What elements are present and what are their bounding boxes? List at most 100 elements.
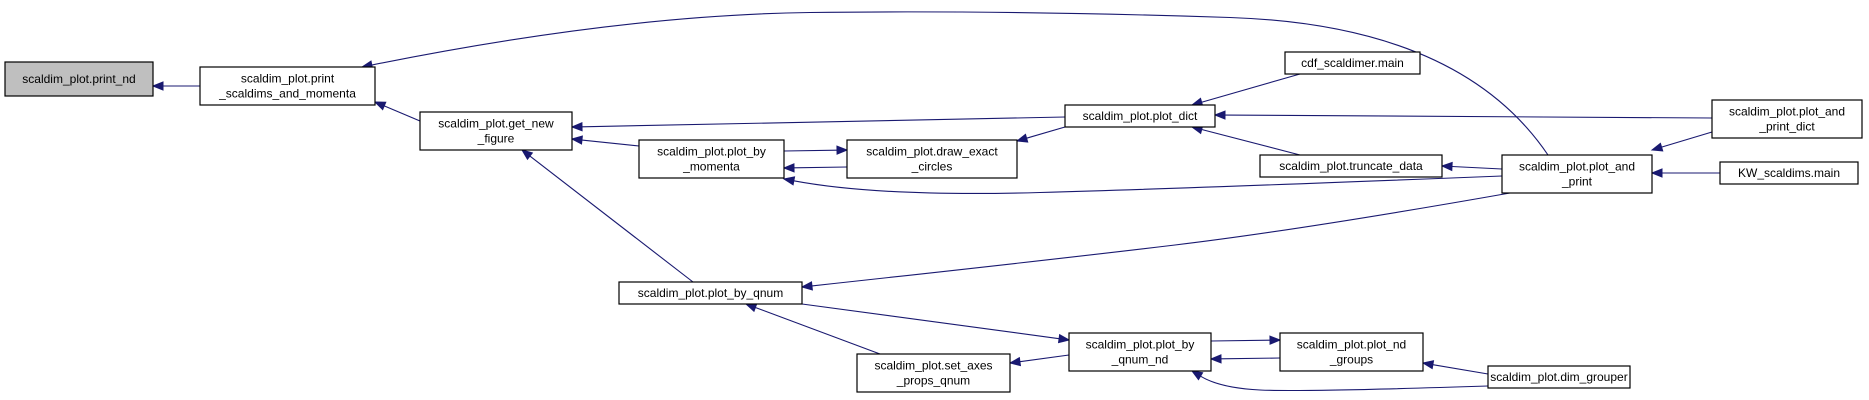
node-box	[4, 61, 154, 97]
node-box	[1284, 51, 1421, 75]
node-label: scaldim_plot.print_nd	[22, 72, 135, 86]
arrowhead-icon	[1421, 360, 1435, 370]
node-label: scaldim_plot.draw_exact	[866, 145, 998, 159]
node-box	[1279, 332, 1424, 372]
node-print-scaldims-and-momenta[interactable]: scaldim_plot.print_scaldims_and_momenta	[199, 66, 376, 106]
node-box	[618, 281, 803, 305]
node-label: scaldim_plot.dim_grouper	[1490, 370, 1627, 384]
arrowhead-icon	[1440, 161, 1453, 172]
node-label: _figure	[477, 132, 515, 146]
edge-draw-exact-circles-to-plot-by-momenta	[782, 163, 848, 173]
arrowhead-icon	[1650, 168, 1663, 178]
arrowhead-icon	[1650, 142, 1664, 152]
edge-layer	[151, 11, 1720, 392]
node-plot-dict[interactable]: scaldim_plot.plot_dict	[1064, 104, 1216, 128]
edge-plot-and-print-to-plot-by-qnum	[800, 192, 1511, 291]
node-label: _print	[1561, 175, 1593, 189]
edge-plot-by-momenta-to-draw-exact-circles	[783, 145, 849, 155]
node-plot-and-print[interactable]: scaldim_plot.plot_and_print	[1501, 154, 1653, 194]
node-label: scaldim_plot.print	[241, 72, 335, 86]
node-label: scaldim_plot.set_axes	[874, 359, 992, 373]
node-label: _groups	[1329, 353, 1373, 367]
node-print-nd[interactable]: scaldim_plot.print_nd	[4, 61, 154, 97]
node-box	[1711, 99, 1863, 139]
node-draw-exact-circles[interactable]: scaldim_plot.draw_exact_circles	[846, 139, 1018, 179]
node-label: scaldim_plot.get_new	[438, 117, 554, 131]
node-truncate-data[interactable]: scaldim_plot.truncate_data	[1259, 154, 1443, 178]
arrowhead-icon	[1008, 356, 1022, 367]
arrowhead-icon	[1269, 335, 1282, 345]
node-label: scaldim_plot.plot_by	[657, 145, 766, 159]
node-dim-grouper[interactable]: scaldim_plot.dim_grouper	[1487, 365, 1631, 389]
node-plot-by-momenta[interactable]: scaldim_plot.plot_by_momenta	[638, 139, 785, 179]
edge-print-scaldims-and-momenta-to-print-nd	[151, 81, 200, 91]
node-label: KW_scaldims.main	[1738, 166, 1840, 180]
node-plot-and-print-dict[interactable]: scaldim_plot.plot_and_print_dict	[1711, 99, 1863, 139]
edge-plot-by-qnum-nd-to-plot-nd-groups	[1210, 335, 1282, 345]
node-box	[419, 111, 573, 151]
arrowhead-icon	[1015, 133, 1029, 143]
node-label: scaldim_plot.truncate_data	[1279, 159, 1423, 173]
node-label: cdf_scaldimer.main	[1301, 56, 1404, 70]
edge-truncate-data-to-plot-dict	[1190, 125, 1301, 156]
node-box	[856, 353, 1011, 393]
edge-plot-and-print-dict-to-plot-and-print	[1650, 131, 1713, 152]
node-label: scaldim_plot.plot_and	[1519, 160, 1635, 174]
arrowhead-icon	[1209, 354, 1222, 364]
edge-dim-grouper-to-plot-by-qnum-nd	[1190, 370, 1489, 392]
edge-plot-and-print-to-truncate-data	[1440, 161, 1503, 172]
node-get-new-figure[interactable]: scaldim_plot.get_new_figure	[419, 111, 573, 151]
arrowhead-icon	[836, 145, 849, 155]
node-kw-scaldims-main[interactable]: KW_scaldims.main	[1719, 161, 1859, 185]
edge-cdf-scaldimer-main-to-plot-dict	[1190, 73, 1301, 107]
node-label: _circles	[911, 160, 953, 174]
arrowhead-icon	[373, 101, 387, 111]
node-box	[1259, 154, 1443, 178]
edge-plot-by-qnum-to-plot-by-qnum-nd	[801, 303, 1071, 344]
node-box	[1068, 332, 1212, 372]
arrowhead-icon	[570, 122, 583, 132]
node-label: scaldim_plot.plot_by_qnum	[638, 286, 783, 300]
edge-get-new-figure-to-print-scaldims-and-momenta	[373, 101, 421, 122]
node-box	[638, 139, 785, 179]
node-box	[846, 139, 1018, 179]
node-label: scaldim_plot.plot_nd	[1297, 338, 1406, 352]
edge-dim-grouper-to-plot-nd-groups	[1421, 360, 1489, 375]
node-label: scaldim_plot.plot_by	[1086, 338, 1195, 352]
node-label: _qnum_nd	[1111, 353, 1169, 367]
edge-plot-and-print-dict-to-plot-dict	[1213, 110, 1713, 120]
node-cdf-scaldimer-main[interactable]: cdf_scaldimer.main	[1284, 51, 1421, 75]
edge-plot-and-print-to-plot-by-momenta	[782, 175, 1503, 195]
node-label: _print_dict	[1758, 120, 1815, 134]
edge-plot-nd-groups-to-plot-by-qnum-nd	[1209, 354, 1281, 364]
edge-kw-scaldims-main-to-plot-and-print	[1650, 168, 1720, 178]
node-label: _props_qnum	[896, 374, 970, 388]
arrowhead-icon	[520, 149, 534, 161]
edge-plot-dict-to-draw-exact-circles	[1015, 126, 1066, 143]
node-box	[1719, 161, 1859, 185]
edge-plot-by-qnum-to-get-new-figure	[520, 149, 694, 283]
arrowhead-icon	[800, 281, 813, 291]
node-label: scaldim_plot.plot_dict	[1083, 109, 1198, 123]
node-plot-by-qnum[interactable]: scaldim_plot.plot_by_qnum	[618, 281, 803, 305]
edge-plot-by-qnum-nd-to-set-axes-props-qnum	[1008, 354, 1070, 367]
edge-plot-by-momenta-to-get-new-figure	[570, 135, 640, 147]
arrowhead-icon	[744, 303, 758, 313]
arrowhead-icon	[570, 135, 583, 145]
arrowhead-icon	[782, 176, 796, 186]
node-label: _scaldims_and_momenta	[218, 87, 356, 101]
arrowhead-icon	[1190, 370, 1204, 381]
node-plot-nd-groups[interactable]: scaldim_plot.plot_nd_groups	[1279, 332, 1424, 372]
node-box	[1501, 154, 1653, 194]
arrowhead-icon	[151, 81, 164, 91]
node-box	[1487, 365, 1631, 389]
node-box	[199, 66, 376, 106]
node-set-axes-props-qnum[interactable]: scaldim_plot.set_axes_props_qnum	[856, 353, 1011, 393]
node-box	[1064, 104, 1216, 128]
node-plot-by-qnum-nd[interactable]: scaldim_plot.plot_by_qnum_nd	[1068, 332, 1212, 372]
arrowhead-icon	[1213, 110, 1226, 120]
edge-plot-dict-to-get-new-figure	[570, 116, 1066, 132]
node-label: scaldim_plot.plot_and	[1729, 105, 1845, 119]
